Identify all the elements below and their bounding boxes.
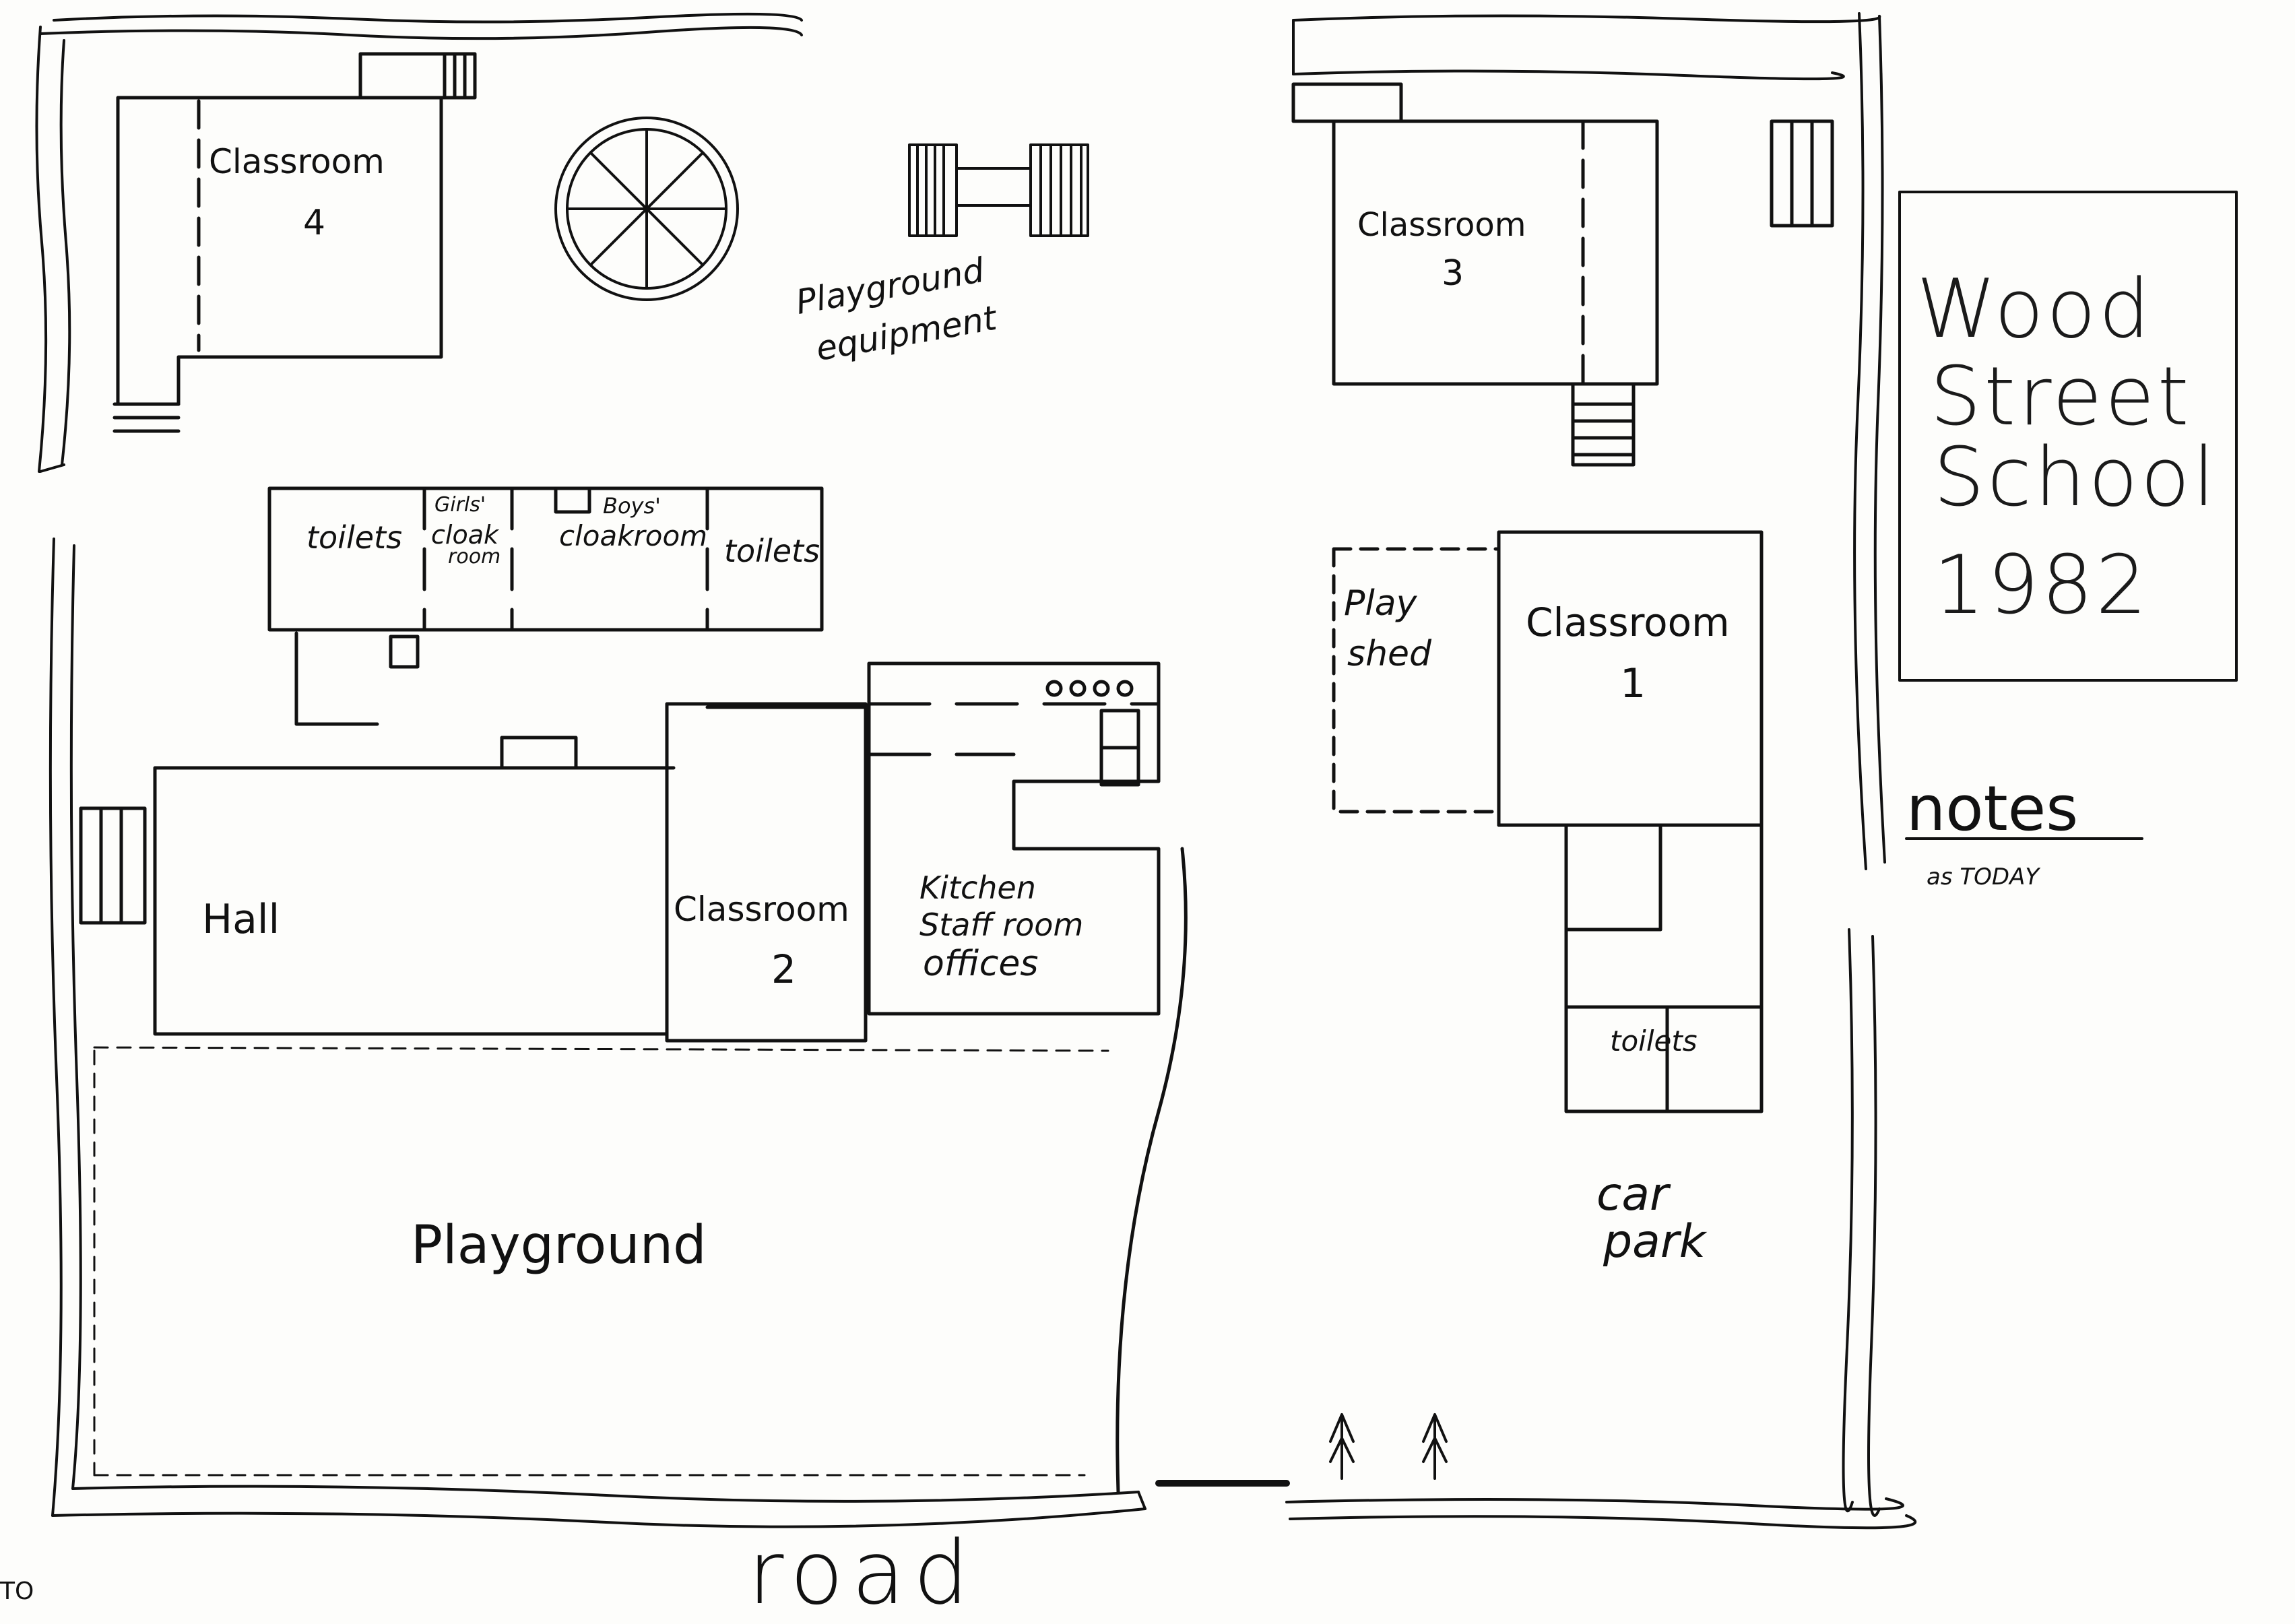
title-box-frame bbox=[1898, 191, 2238, 682]
kitchen-label-2: Staff room bbox=[919, 907, 1084, 943]
girls-cloakroom-label-2: cloak bbox=[431, 520, 498, 550]
classroom-2-number: 2 bbox=[771, 946, 796, 992]
classroom-2-building bbox=[665, 702, 871, 1043]
classroom-3-number: 3 bbox=[1442, 253, 1464, 294]
car-park-label-1: car bbox=[1596, 1168, 1669, 1221]
kitchen-label-3: offices bbox=[923, 944, 1039, 984]
hall-building bbox=[79, 766, 669, 1036]
classroom-1-number: 1 bbox=[1620, 660, 1646, 707]
girls-cloakroom-label-1: Girls' bbox=[434, 493, 486, 517]
boys-cloakroom-label-1: Boys' bbox=[603, 493, 661, 519]
girls-cloakroom-label-3: room bbox=[448, 545, 501, 569]
playground-boundary bbox=[93, 1046, 1109, 1476]
play-shed-label-2: shed bbox=[1347, 634, 1432, 674]
classroom-1-label: Classroom bbox=[1526, 599, 1730, 645]
play-shed-label-1: Play bbox=[1344, 583, 1417, 624]
notes-heading: notes bbox=[1906, 773, 2079, 845]
driveway-edge bbox=[1116, 847, 1188, 1494]
toilets-mid-label: toilets bbox=[724, 533, 820, 569]
climbing-frame bbox=[908, 143, 1089, 237]
notes-text: as TODAY bbox=[1927, 864, 2040, 890]
classroom-4-label: Classroom bbox=[209, 142, 385, 181]
title-line-school: School bbox=[1933, 431, 2218, 525]
kitchen-label-1: Kitchen bbox=[919, 870, 1036, 906]
classroom-4-number: 4 bbox=[303, 203, 326, 243]
classroom-4-building bbox=[112, 52, 477, 433]
boys-cloakroom-label-2: cloakroom bbox=[559, 519, 708, 552]
classroom-3-label: Classroom bbox=[1357, 206, 1526, 244]
roundabout-equipment bbox=[554, 117, 739, 301]
classroom-3-building bbox=[1291, 82, 1834, 467]
tree-icon bbox=[1329, 1413, 1448, 1480]
road-label: road bbox=[748, 1522, 977, 1624]
title-line-wood: Wood bbox=[1916, 263, 2153, 356]
hall-label: Hall bbox=[202, 896, 280, 943]
toilets-right-label: toilets bbox=[1610, 1025, 1698, 1058]
classroom-1-building bbox=[1497, 530, 1764, 1113]
title-line-street: Street bbox=[1930, 350, 2192, 444]
car-park-label-2: park bbox=[1603, 1215, 1706, 1268]
boundary-hedge bbox=[35, 12, 1917, 1530]
play-shed bbox=[1332, 547, 1501, 814]
corner-mark: TO bbox=[0, 1578, 34, 1605]
classroom-2-label: Classroom bbox=[674, 890, 849, 929]
playground-label: Playground bbox=[411, 1215, 707, 1276]
title-year: 1982 bbox=[1933, 539, 2150, 632]
kitchen-staff-block bbox=[867, 661, 1161, 1016]
toilets-left-label: toilets bbox=[306, 519, 403, 556]
